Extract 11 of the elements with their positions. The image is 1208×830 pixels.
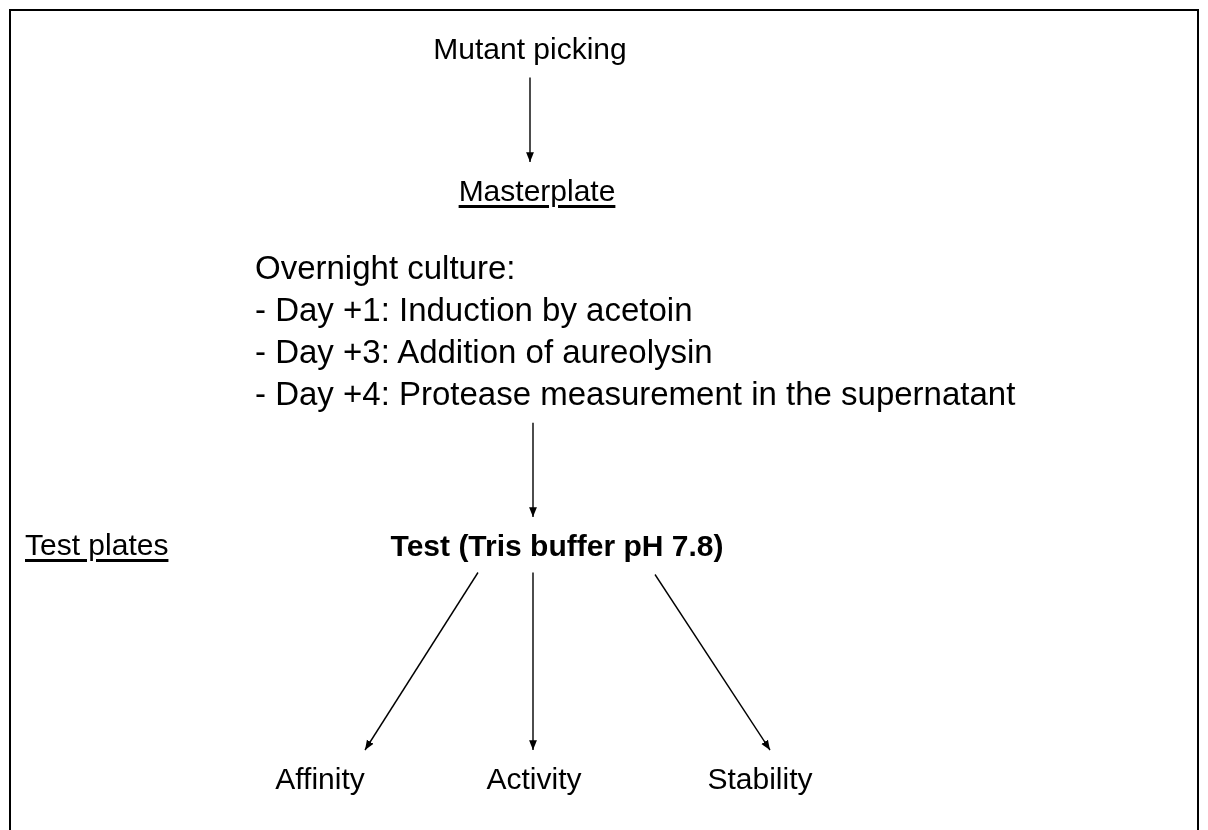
step-item: - Day +3: Addition of aureolysin xyxy=(255,331,714,372)
step-label: Masterplate xyxy=(454,170,620,212)
step-label: Affinity xyxy=(271,758,369,800)
step-heading: Overnight culture: xyxy=(255,248,517,288)
step-item: - Day +4: Protease measurement in the supernatant xyxy=(255,373,1016,414)
side-heading: Test plates xyxy=(25,528,169,562)
step-label: Test (Tris buffer pH 7.8) xyxy=(386,525,728,567)
step-label: Activity xyxy=(482,758,586,800)
step-label: Stability xyxy=(703,758,817,800)
step-label: Mutant picking xyxy=(429,28,631,70)
step-item: - Day +1: Induction by acetoin xyxy=(255,289,694,330)
